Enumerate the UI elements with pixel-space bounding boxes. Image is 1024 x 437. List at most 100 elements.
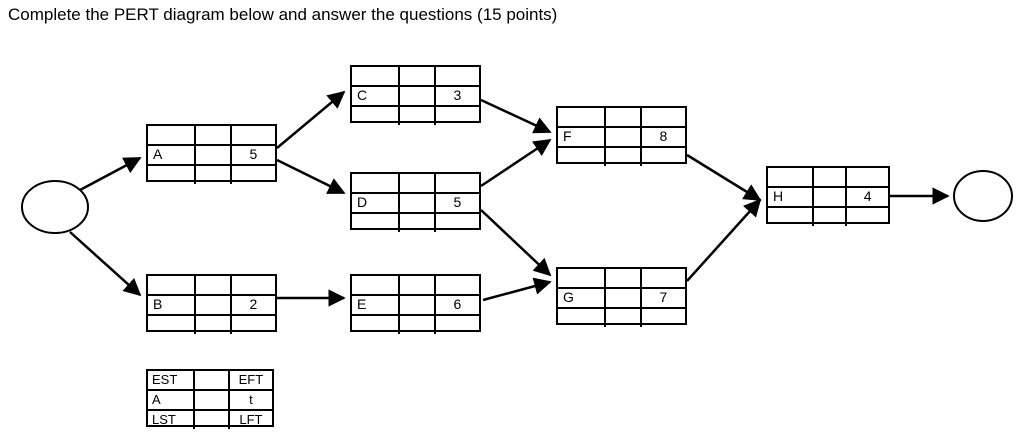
node-b-label: B (148, 296, 197, 314)
node-c-row-bot (352, 107, 479, 125)
node-c-est (352, 67, 401, 85)
legend-est: EST (148, 371, 196, 389)
node-f-lft (642, 148, 685, 166)
node-f[interactable]: F 8 (556, 106, 687, 166)
node-e-eft (436, 276, 479, 294)
legend-row-top: EST EFT (148, 371, 272, 389)
node-h-lst (768, 208, 814, 226)
node-f-lst (558, 148, 607, 166)
node-d-row-bot (352, 214, 479, 232)
node-b-blank-top (196, 276, 232, 294)
node-h-blank-top (814, 168, 848, 186)
node-d-lst (352, 214, 401, 232)
node-e-blank-top (400, 276, 436, 294)
node-d-label: D (352, 194, 401, 212)
node-b-est (148, 276, 197, 294)
edge-start-b (69, 231, 142, 297)
node-g[interactable]: G 7 (556, 267, 687, 327)
node-g-row-bot (558, 309, 685, 327)
node-h-row-bot (768, 208, 888, 226)
legend-activity: A (148, 391, 196, 409)
node-b-eft (232, 276, 275, 294)
node-g-est (558, 269, 607, 287)
node-e-row-bot (352, 316, 479, 334)
node-g-eft (642, 269, 685, 287)
node-d-blank-top (400, 174, 436, 192)
node-d-blank-mid (400, 194, 436, 212)
legend-eft: EFT (238, 372, 264, 387)
node-f-eft (642, 108, 685, 126)
node-a-row-top (148, 126, 275, 144)
node-c[interactable]: C 3 (350, 65, 481, 125)
node-c-lst (352, 107, 401, 125)
legend-lst: LST (148, 411, 196, 429)
node-d-est (352, 174, 401, 192)
legend-table: EST EFT A t LST LFT (146, 369, 274, 429)
node-h-blank-mid (814, 188, 848, 206)
legend-blank-top (195, 371, 230, 389)
node-h[interactable]: H 4 (766, 166, 890, 226)
node-a-duration: 5 (249, 146, 258, 162)
node-b[interactable]: B 2 (146, 274, 277, 334)
node-f-blank-top (606, 108, 642, 126)
node-g-row-top (558, 269, 685, 287)
node-a[interactable]: A 5 (146, 124, 277, 184)
node-b-blank-bot (196, 316, 232, 334)
node-d-blank-bot (400, 214, 436, 232)
node-h-label: H (768, 188, 814, 206)
node-f-row-top (558, 108, 685, 126)
legend-duration: t (249, 392, 253, 407)
node-f-duration: 8 (659, 128, 668, 144)
node-e[interactable]: E 6 (350, 274, 481, 334)
node-b-lst (148, 316, 197, 334)
edge-f-h (686, 153, 762, 202)
start-node (21, 180, 89, 234)
edge-e-g (482, 277, 552, 302)
node-b-row-top (148, 276, 275, 294)
node-c-blank-mid (400, 87, 436, 105)
node-b-row-bot (148, 316, 275, 334)
node-h-eft (847, 168, 888, 186)
node-b-duration: 2 (249, 296, 258, 312)
node-g-blank-top (606, 269, 642, 287)
node-h-blank-bot (814, 208, 848, 226)
node-g-lst (558, 309, 607, 327)
node-e-est (352, 276, 401, 294)
node-b-row-mid: B 2 (148, 294, 275, 316)
node-c-duration: 3 (453, 87, 462, 103)
node-d[interactable]: D 5 (350, 172, 481, 232)
node-f-label: F (558, 128, 607, 146)
node-e-label: E (352, 296, 401, 314)
node-d-duration: 5 (453, 194, 462, 210)
node-e-blank-bot (400, 316, 436, 334)
node-e-row-top (352, 276, 479, 294)
node-a-lst (148, 166, 197, 184)
node-f-row-mid: F 8 (558, 126, 685, 148)
node-e-duration: 6 (453, 296, 462, 312)
node-a-blank-bot (196, 166, 232, 184)
node-a-blank-top (196, 126, 232, 144)
node-f-est (558, 108, 607, 126)
node-b-lft (232, 316, 275, 334)
node-f-row-bot (558, 148, 685, 166)
node-e-lst (352, 316, 401, 334)
edge-a-d (276, 158, 346, 195)
node-d-row-top (352, 174, 479, 192)
node-d-eft (436, 174, 479, 192)
edge-d-f (480, 138, 552, 188)
node-g-duration: 7 (659, 289, 668, 305)
node-a-label: A (148, 146, 197, 164)
edge-c-f (480, 98, 552, 134)
legend-row-bot: LST LFT (148, 411, 272, 429)
node-h-row-mid: H 4 (768, 186, 888, 208)
node-a-blank-mid (196, 146, 232, 164)
node-g-blank-bot (606, 309, 642, 327)
node-e-lft (436, 316, 479, 334)
node-g-row-mid: G 7 (558, 287, 685, 309)
node-a-est (148, 126, 197, 144)
node-h-lft (847, 208, 888, 226)
node-a-lft (232, 166, 275, 184)
node-b-blank-mid (196, 296, 232, 314)
node-c-eft (436, 67, 479, 85)
